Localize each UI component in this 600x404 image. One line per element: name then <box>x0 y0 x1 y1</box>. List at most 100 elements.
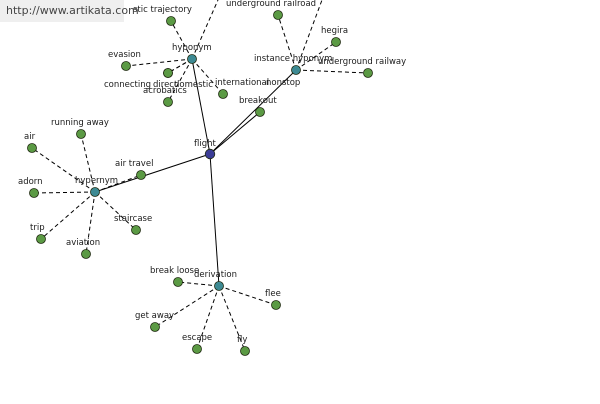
node-hypernym-label[interactable]: hypernym <box>75 176 118 186</box>
node-hegira-label[interactable]: hegira <box>321 26 348 36</box>
node-stic-trajectory-dot[interactable] <box>166 16 176 26</box>
node-hypernym-dot[interactable] <box>90 187 100 197</box>
node-air-label[interactable]: air <box>24 132 36 142</box>
node-hyponym_top-label[interactable]: hyponym <box>172 43 212 53</box>
node-trip-label[interactable]: trip <box>30 223 45 233</box>
node-air-travel-dot[interactable] <box>136 170 146 180</box>
node-fly-dot[interactable] <box>240 346 250 356</box>
edge-derivation-get-away <box>154 285 220 328</box>
edge-hyponym_top-offscreen-0 <box>191 0 219 60</box>
node-escape-dot[interactable] <box>192 344 202 354</box>
node-evasion-label[interactable]: evasion <box>108 50 141 60</box>
edge-hypernym-adorn <box>33 191 96 194</box>
node-international-dot[interactable] <box>218 89 228 99</box>
edge-derivation-fly <box>218 285 246 352</box>
node-hyponym_top-dot[interactable] <box>187 54 197 64</box>
node-aviation[interactable]: aviation <box>66 238 100 259</box>
node-break-loose[interactable]: break loose <box>150 266 199 287</box>
node-nonstop-label[interactable]: nonstop <box>266 78 300 88</box>
node-hegira-dot[interactable] <box>331 37 341 47</box>
node-hegira[interactable]: hegira <box>321 26 348 47</box>
node-stic-trajectory-label[interactable]: stic trajectory <box>133 5 192 15</box>
edge-hypernym-air <box>31 147 96 193</box>
node-derivation[interactable]: derivation <box>194 270 237 291</box>
node-staircase-dot[interactable] <box>131 225 141 235</box>
node-fly[interactable]: fly <box>237 335 250 356</box>
node-break-loose-dot[interactable] <box>173 277 183 287</box>
node-instance-label[interactable]: instance hyponym <box>254 54 332 64</box>
node-air-travel-label[interactable]: air travel <box>115 159 153 169</box>
edge-hypernym-running-away <box>80 133 96 193</box>
node-break-loose-label[interactable]: break loose <box>150 266 199 276</box>
node-breakout-label[interactable]: breakout <box>239 96 277 106</box>
edge-hypernym-staircase <box>94 191 137 231</box>
node-running-away-dot[interactable] <box>76 129 86 139</box>
node-staircase[interactable]: staircase <box>114 214 152 235</box>
node-derivation-dot[interactable] <box>214 281 224 291</box>
edge-hyponym_top-international <box>191 58 224 95</box>
edge-derivation-break-loose <box>177 281 220 287</box>
edge-flight-hyponym_top <box>191 58 211 155</box>
node-get-away-label[interactable]: get away <box>135 311 174 321</box>
node-underground-railway-label[interactable]: underground railway <box>318 57 406 67</box>
node-adorn[interactable]: adorn <box>18 177 43 198</box>
node-acrobatics-dot[interactable] <box>163 97 173 107</box>
node-underground-railroad[interactable]: underground railroad <box>226 0 316 20</box>
node-underground-railroad-dot[interactable] <box>273 10 283 20</box>
edge-flight-breakout <box>209 111 261 155</box>
node-domestic-label[interactable]: domestic <box>174 80 213 90</box>
node-trip-dot[interactable] <box>36 234 46 244</box>
edge-flight-instance <box>209 69 297 155</box>
node-connecting-label[interactable]: connecting <box>104 80 151 90</box>
node-acrobatics-label[interactable]: acrobatics <box>143 86 187 96</box>
url-banner[interactable]: http://www.artikata.com <box>0 0 139 22</box>
node-get-away[interactable]: get away <box>135 311 174 332</box>
node-stic-trajectory[interactable]: stic trajectory <box>133 5 192 26</box>
node-evasion[interactable]: evasion <box>108 50 141 71</box>
node-international[interactable]: international <box>215 78 269 99</box>
node-breakout-dot[interactable] <box>255 107 265 117</box>
node-flight-label[interactable]: flight <box>194 139 216 149</box>
node-underground-railway-dot[interactable] <box>363 68 373 78</box>
node-escape-label[interactable]: escape <box>182 333 212 343</box>
edge-instance-underground-railway <box>295 69 369 74</box>
node-trip[interactable]: trip <box>30 223 46 244</box>
node-aviation-label[interactable]: aviation <box>66 238 100 248</box>
node-escape[interactable]: escape <box>182 333 212 354</box>
node-fly-label[interactable]: fly <box>237 335 247 345</box>
node-get-away-dot[interactable] <box>150 322 160 332</box>
node-acrobatics[interactable]: acrobatics <box>143 86 187 107</box>
node-flight-dot[interactable] <box>204 148 216 160</box>
node-air-travel[interactable]: air travel <box>115 159 153 180</box>
node-underground-railroad-label[interactable]: underground railroad <box>226 0 316 9</box>
node-flight[interactable]: flight <box>194 139 216 160</box>
node-air-dot[interactable] <box>27 143 37 153</box>
node-breakout[interactable]: breakout <box>239 96 277 117</box>
edge-hyponym_top-stic-trajectory <box>170 20 193 60</box>
node-staircase-label[interactable]: staircase <box>114 214 152 224</box>
edge-derivation-flee <box>218 285 277 306</box>
node-running-away[interactable]: running away <box>51 118 109 139</box>
node-flee-label[interactable]: flee <box>265 289 281 299</box>
node-running-away-label[interactable]: running away <box>51 118 109 128</box>
node-adorn-label[interactable]: adorn <box>18 177 43 187</box>
node-flee[interactable]: flee <box>265 289 281 310</box>
node-direct-dot[interactable] <box>163 68 173 78</box>
node-adorn-dot[interactable] <box>29 188 39 198</box>
edge-hypernym-trip <box>40 191 96 240</box>
node-air[interactable]: air <box>24 132 37 153</box>
node-derivation-label[interactable]: derivation <box>194 270 237 280</box>
node-direct-label[interactable]: direct <box>153 80 178 90</box>
node-evasion-dot[interactable] <box>121 61 131 71</box>
node-aviation-dot[interactable] <box>81 249 91 259</box>
node-direct[interactable]: direct <box>153 68 178 91</box>
node-hypernym[interactable]: hypernym <box>75 176 118 197</box>
node-instance-dot[interactable] <box>291 65 301 75</box>
node-instance[interactable]: instance hyponym <box>254 54 332 75</box>
node-hyponym_top[interactable]: hyponym <box>172 43 212 64</box>
node-flee-dot[interactable] <box>271 300 281 310</box>
node-international-label[interactable]: international <box>215 78 269 88</box>
node-underground-railway[interactable]: underground railway <box>318 57 406 78</box>
